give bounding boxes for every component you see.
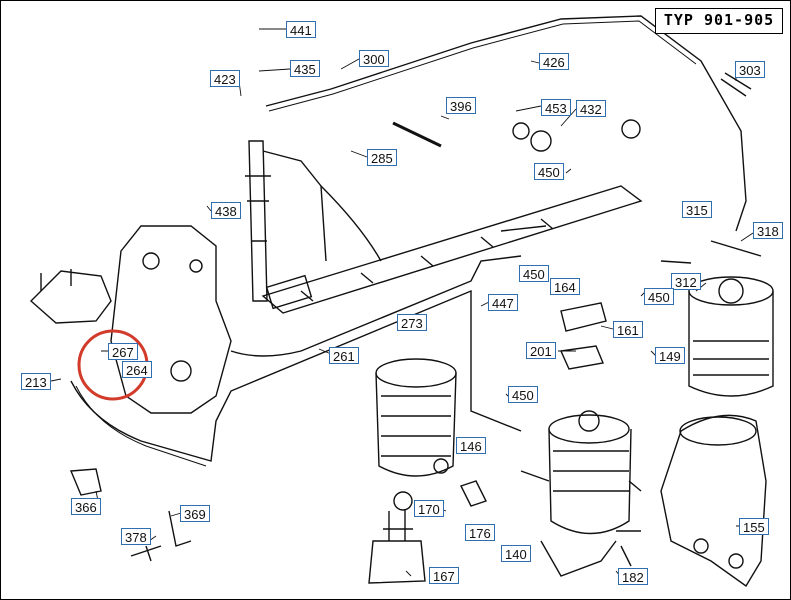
callout-170[interactable]: 170	[414, 500, 444, 517]
callout-303[interactable]: 303	[735, 61, 765, 78]
callout-441[interactable]: 441	[286, 21, 316, 38]
callout-161[interactable]: 161	[613, 321, 643, 338]
injector	[245, 140, 327, 302]
callout-435[interactable]: 435	[290, 60, 320, 77]
callout-149[interactable]: 149	[655, 347, 685, 364]
callout-146[interactable]: 146	[456, 437, 486, 454]
callout-140[interactable]: 140	[501, 545, 531, 562]
callout-267[interactable]: 267	[108, 343, 138, 360]
callout-312[interactable]: 312	[671, 273, 701, 290]
callout-285[interactable]: 285	[367, 149, 397, 166]
filter-bracket	[660, 414, 767, 588]
callout-261[interactable]: 261	[329, 347, 359, 364]
fuel-filter-left	[375, 358, 457, 477]
callout-273[interactable]: 273	[397, 314, 427, 331]
callout-432[interactable]: 432	[576, 100, 606, 117]
return-line	[70, 289, 522, 462]
callout-155[interactable]: 155	[739, 518, 769, 535]
sensor-167	[368, 509, 426, 584]
small-parts	[69, 72, 762, 567]
fuel-filter-right	[688, 276, 774, 397]
callout-213[interactable]: 213	[21, 373, 51, 390]
callout-300[interactable]: 300	[359, 50, 389, 67]
callout-378[interactable]: 378	[121, 528, 151, 545]
callout-450-d[interactable]: 450	[508, 386, 538, 403]
callout-164[interactable]: 164	[550, 278, 580, 295]
fuel-rail	[261, 185, 643, 314]
callout-423[interactable]: 423	[210, 70, 240, 87]
callout-438[interactable]: 438	[211, 202, 241, 219]
fuel-filter-center	[520, 410, 642, 577]
callout-396[interactable]: 396	[446, 97, 476, 114]
callout-201[interactable]: 201	[526, 342, 556, 359]
callout-447[interactable]: 447	[488, 294, 518, 311]
callout-426[interactable]: 426	[539, 53, 569, 70]
leak-off-line	[265, 15, 747, 232]
type-label: TYP 901-905	[655, 8, 783, 34]
callout-264[interactable]: 264	[122, 361, 152, 378]
callout-315[interactable]: 315	[682, 201, 712, 218]
callout-450-a[interactable]: 450	[534, 163, 564, 180]
callout-176[interactable]: 176	[465, 524, 495, 541]
callout-450-c[interactable]: 450	[644, 288, 674, 305]
callout-318[interactable]: 318	[753, 222, 783, 239]
high-pressure-pump	[29, 225, 232, 414]
callout-453[interactable]: 453	[541, 99, 571, 116]
callout-167[interactable]: 167	[429, 567, 459, 584]
callout-182[interactable]: 182	[618, 568, 648, 585]
callout-366[interactable]: 366	[71, 498, 101, 515]
callout-369[interactable]: 369	[180, 505, 210, 522]
callout-450-b[interactable]: 450	[519, 265, 549, 282]
